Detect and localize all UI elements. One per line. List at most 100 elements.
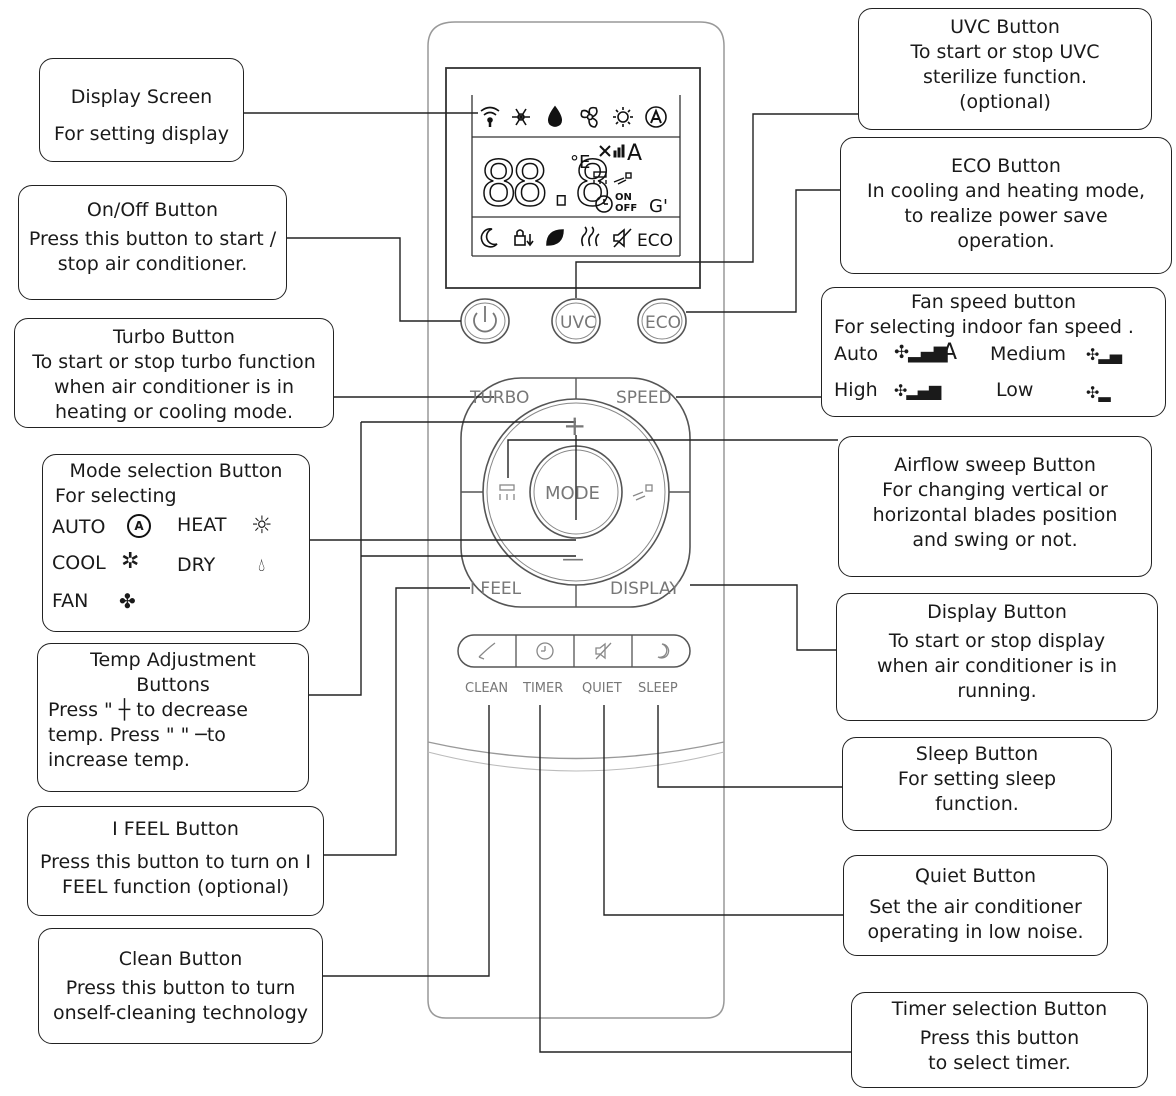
heat-wave-icon	[581, 226, 600, 247]
sleep-moon-icon	[657, 643, 670, 659]
fan-speed-auto-icon: ✣▂▄▆	[894, 342, 948, 363]
remote-labels: UVC ECO TURBO SPEED MODE + — I FEEL DISP…	[465, 313, 681, 696]
speed-button-label: SPEED	[616, 388, 672, 408]
mode-item-dry: DRY	[177, 554, 216, 576]
speed-item-high: High	[834, 379, 878, 401]
lcd-eco-text: ECO	[637, 231, 673, 251]
fan-icon: ✤	[119, 589, 136, 613]
lcd-bottom-icons: ECO	[480, 226, 673, 251]
callout-display-btn: Display Button To start or stop display …	[836, 593, 1158, 721]
callout-ifeel: I FEEL Button Press this button to turn …	[27, 806, 324, 916]
line-eco	[686, 189, 840, 313]
mode-items: AUTO A HEAT ☼ COOL ✲ DRY 💧︎ FAN ✤	[52, 509, 297, 619]
callout-desc: For selecting	[55, 485, 177, 507]
callout-desc: In cooling and heating mode, to realize …	[866, 180, 1146, 252]
callout-title: Clean Button	[118, 948, 243, 970]
dry-icon	[548, 105, 562, 127]
speed-item-medium: Medium	[990, 343, 1066, 365]
lcd-digits: 88.8	[480, 147, 608, 220]
clean-brush-icon	[478, 642, 496, 660]
leaf-icon	[546, 229, 564, 246]
line-ifeel	[324, 587, 470, 856]
line-timer	[539, 705, 851, 1053]
callout-desc: For setting sleep function.	[897, 768, 1057, 815]
lcd-swing-icons	[593, 171, 632, 185]
line-uvc	[575, 113, 858, 298]
callout-desc: Press this button to turn on I FEEL func…	[40, 851, 311, 898]
callout-desc: To start or stop display when air condit…	[876, 630, 1118, 702]
line-sleep	[657, 705, 842, 788]
quiet-mute-icon	[595, 642, 612, 660]
lcd-unit: °E	[570, 152, 590, 173]
callout-line-2: temp. Press " " ─to	[48, 724, 226, 746]
callout-eco: ECO Button In cooling and heating mode, …	[840, 137, 1172, 274]
fan-speed-high-icon: ✣▂▄▆	[894, 381, 941, 400]
callout-line-1: For changing vertical or	[882, 479, 1108, 501]
round-buttons	[460, 298, 687, 344]
mode-item-fan: FAN	[52, 590, 89, 612]
callout-title: UVC Button	[950, 16, 1060, 38]
callout-title: I FEEL Button	[112, 818, 239, 840]
auto-icon: A	[127, 514, 151, 538]
eco-button-label: ECO	[645, 313, 681, 333]
auto-icon	[645, 106, 667, 128]
callout-clean: Clean Button Press this button to turn o…	[38, 928, 323, 1044]
callout-line-2: horizontal blades position	[872, 504, 1118, 526]
callout-desc: Press this button to start / stop air co…	[28, 228, 277, 275]
callout-uvc: UVC Button To start or stop UVC steriliz…	[858, 8, 1152, 130]
timer-clock-icon	[536, 642, 554, 660]
callout-desc: To start or stop turbo function when air…	[32, 351, 316, 423]
mode-item-heat: HEAT	[177, 514, 227, 536]
fan-speed-low-icon: ✣▂	[1086, 383, 1111, 402]
callout-title: Fan speed button	[910, 291, 1077, 313]
callout-title: Display Button	[927, 601, 1067, 623]
uvc-button-label: UVC	[560, 313, 596, 333]
dry-icon: 💧︎	[258, 555, 266, 576]
line-quiet	[603, 705, 843, 916]
ring-icons	[478, 484, 670, 660]
minus-button-label: —	[562, 547, 584, 572]
mode-button-label: MODE	[545, 483, 600, 504]
lock-icon	[514, 229, 534, 247]
cool-icon	[512, 108, 530, 126]
line-display-btn	[690, 584, 836, 651]
sleep-icon	[480, 228, 498, 248]
lcd-on-label: ON	[615, 192, 632, 203]
callout-sleep: Sleep Button For setting sleep function.	[842, 737, 1112, 831]
speed-items: Auto ✣▂▄▆ A Medium ✣▂▄ High ✣▂▄▆ Low ✣▂	[834, 340, 1153, 410]
callout-timer: Timer selection Button Press this button…	[851, 992, 1148, 1088]
quiet-button-label: QUIET	[582, 681, 622, 696]
callout-desc: For setting display	[53, 123, 230, 145]
lcd-fan-speed-icon	[599, 144, 625, 158]
callout-quiet: Quiet Button Set the air conditioner ope…	[843, 855, 1108, 956]
callout-onoff: On/Off Button Press this button to start…	[18, 185, 287, 300]
fan-icon	[580, 106, 598, 128]
callout-airflow: Airflow sweep Button For changing vertic…	[838, 436, 1152, 577]
callout-title: Timer selection Button	[891, 998, 1108, 1020]
callout-temp: Temp Adjustment Buttons Press " ┼ to dec…	[37, 643, 309, 792]
mode-item-cool: COOL	[52, 552, 106, 574]
mute-icon	[613, 228, 632, 248]
lcd-top-icons	[480, 105, 667, 128]
horizontal-swing-icon	[632, 484, 653, 501]
ifeel-button-label: I FEEL	[470, 579, 522, 599]
callout-line-3: increase temp.	[48, 749, 190, 771]
callout-title-2: Buttons	[136, 674, 210, 696]
callout-title: Display Screen	[70, 86, 213, 108]
callout-desc: Set the air conditioner operating in low…	[867, 896, 1084, 943]
line-onoff	[287, 237, 461, 322]
callout-desc: Press this button to turn onself-cleanin…	[52, 977, 309, 1024]
vertical-swing-icon	[499, 484, 515, 500]
connector-lines	[244, 112, 858, 1053]
fan-speed-medium-icon: ✣▂▄	[1086, 345, 1122, 364]
speed-item-low: Low	[996, 379, 1034, 401]
line-clean	[323, 705, 490, 977]
cool-icon: ✲	[121, 549, 140, 574]
heat-icon	[613, 107, 633, 127]
wifi-icon	[480, 106, 500, 127]
sleep-button-label: SLEEP	[638, 681, 678, 696]
speed-item-auto-suffix: A	[942, 340, 958, 365]
callout-title: On/Off Button	[86, 199, 219, 221]
callout-title: Sleep Button	[915, 743, 1039, 765]
